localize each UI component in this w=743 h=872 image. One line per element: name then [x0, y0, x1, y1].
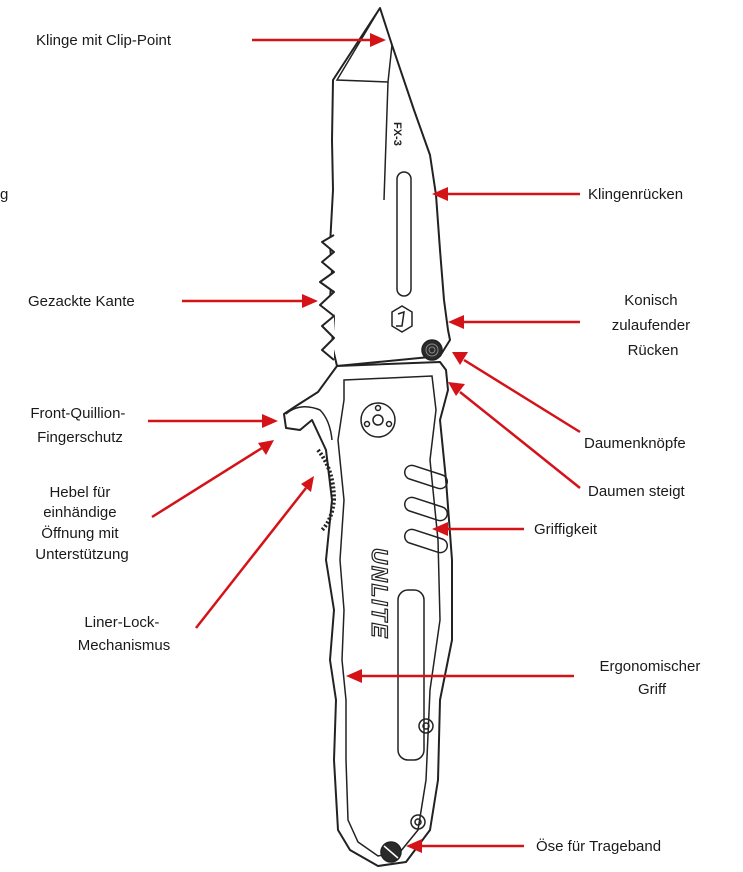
label-liner-lock: Liner-Lock- Mechanismus — [78, 614, 171, 654]
label-grip: Griffigkeit — [534, 521, 598, 538]
arrow-lanyard — [406, 839, 524, 853]
label-thumb-rise: Daumen steigt — [588, 483, 686, 500]
arrow-quillion — [148, 414, 278, 428]
handle-marking: UNLITE — [367, 548, 392, 639]
label-serrated-edge: Gezackte Kante — [28, 293, 135, 310]
label-thumb-studs: Daumenknöpfe — [584, 435, 686, 452]
arrow-thumb-studs — [452, 352, 580, 432]
label-edge-cut: g — [0, 186, 8, 203]
arrow-serrated — [182, 294, 318, 308]
label-quillion: Front-Quillion- Fingerschutz — [30, 405, 129, 446]
label-lanyard: Öse für Trageband — [536, 837, 661, 855]
label-clip-point: Klinge mit Clip-Point — [36, 32, 172, 49]
arrow-spine — [432, 187, 580, 201]
label-flipper: Hebel für einhändige Öffnung mit Unterst… — [35, 484, 128, 563]
blade-marking: FX-3 — [391, 122, 403, 146]
thumb-stud — [422, 340, 442, 360]
knife-blade: FX-3 — [320, 8, 450, 366]
knife-handle: UNLITE — [284, 362, 452, 866]
arrow-flipper — [152, 440, 274, 517]
arrow-grip — [432, 522, 524, 536]
label-tapered-spine: Konisch zulaufender Rücken — [612, 292, 695, 359]
arrow-liner-lock — [196, 476, 314, 628]
arrow-tapered — [448, 315, 580, 329]
arrow-thumb-rise — [448, 382, 580, 488]
lanyard-hole — [381, 842, 401, 862]
label-ergonomic: Ergonomischer Griff — [599, 658, 704, 698]
serrated-edge — [320, 235, 334, 360]
label-spine: Klingenrücken — [588, 186, 683, 203]
